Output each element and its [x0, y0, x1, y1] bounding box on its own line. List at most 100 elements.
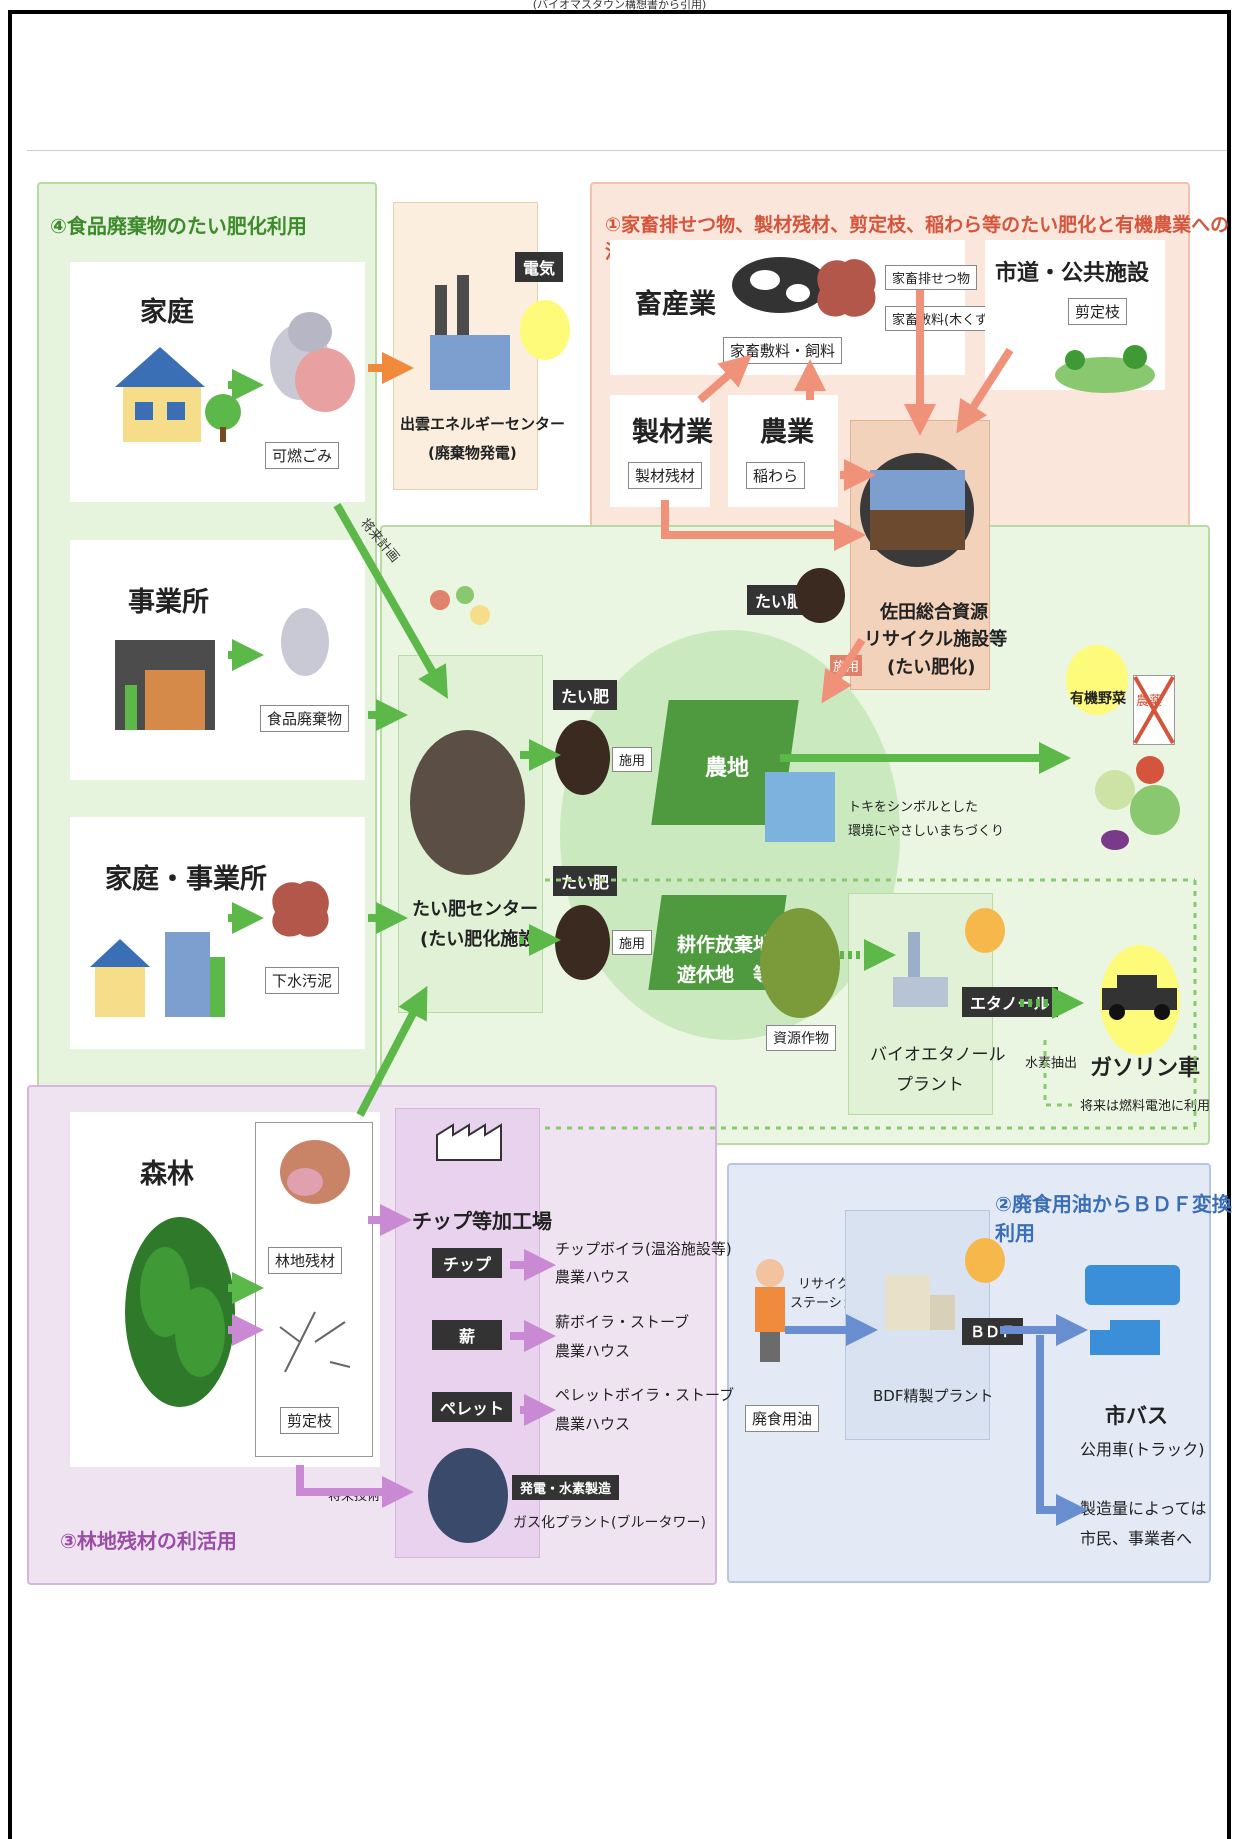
- energy-center-sub: (廃棄物発電): [428, 444, 517, 462]
- feed-tag: 家畜敷料・飼料: [723, 337, 843, 364]
- sawmill-label: 製材業: [632, 417, 713, 448]
- crops-tag: 資源作物: [766, 1025, 836, 1051]
- facility-name: 佐田総合資源: [880, 602, 988, 623]
- toki-label: トキをシンボルとした: [848, 800, 979, 815]
- public-label: 市道・公共施設: [995, 261, 1150, 286]
- bus-label: 市バス: [1105, 1404, 1168, 1428]
- bdf-plant-icon: [885, 1275, 955, 1330]
- person-icon: [755, 1259, 785, 1362]
- gas-plant-label: ガス化プラント(ブルータワー): [513, 1515, 706, 1531]
- office-box: 事業所 食品廃棄物: [70, 540, 365, 780]
- frame: [8, 10, 1231, 1839]
- compost-pile-icon: [795, 568, 845, 623]
- surplus-label2: 市民、事業者へ: [1080, 1529, 1193, 1548]
- blue-tower-icon: [428, 1448, 508, 1543]
- farm-compost-tag: たい肥: [553, 680, 618, 710]
- residue-icon: [280, 1140, 350, 1204]
- power-plant-icon: [430, 275, 510, 390]
- branches-icon: [279, 1311, 351, 1373]
- forest-residue-tag: 林地残材: [268, 1247, 343, 1274]
- diagram-caption: (バイオマスタウン構想書から引用): [532, 0, 707, 11]
- divider: [27, 150, 1227, 151]
- building-icon: [115, 640, 215, 730]
- car-label: ガソリン車: [1090, 1056, 1201, 1081]
- cow-icon: [732, 257, 828, 313]
- home-box: 家庭 可燃ごみ: [70, 262, 365, 502]
- forest-icon: [125, 1217, 235, 1407]
- factory-icon: [436, 1123, 502, 1161]
- bus-truck-icon: [1085, 1265, 1180, 1355]
- food-waste-tag: 食品廃棄物: [260, 705, 350, 732]
- garbage-bags-icon: [270, 312, 355, 412]
- pellet-use-label: ペレットボイラ・ストーブ: [555, 1386, 735, 1404]
- sawmill-residue-tag: 製材残材: [628, 462, 703, 489]
- chip-use-label2: 農業ハウス: [555, 1268, 631, 1286]
- manure-tag: 家畜排せつ物: [885, 265, 978, 290]
- burnable-tag: 可燃ごみ: [265, 442, 340, 469]
- toki-label2: 環境にやさしいまちづくり: [848, 824, 1005, 839]
- forest-label: 森林: [140, 1159, 194, 1190]
- cross-icon: [1133, 676, 1175, 744]
- facility-name3: (たい肥化): [887, 657, 976, 678]
- straw-tag: 稲わら: [746, 462, 806, 489]
- ethanol-plant-label2: プラント: [896, 1075, 964, 1095]
- food-scraps-icon: [430, 586, 490, 625]
- bulb-icon: [520, 300, 570, 360]
- organic-veg-label: 有機野菜: [1070, 691, 1126, 707]
- house-icon: [115, 347, 241, 442]
- fuel-pour-icon: [965, 908, 1005, 953]
- farmland-label: 農地: [705, 756, 750, 781]
- sludge-icon: [272, 881, 329, 937]
- farm-compost-icon: [555, 720, 610, 795]
- compost-center-sub: (たい肥化施設): [420, 929, 545, 950]
- pellet-tag: ペレット: [432, 1392, 512, 1422]
- truck-label: 公用車(トラック): [1080, 1440, 1205, 1459]
- abandoned-label: 耕作放棄地: [677, 934, 773, 956]
- abandoned-label2: 遊休地 等: [677, 964, 773, 986]
- facility-name2: リサイクル施設等: [864, 629, 1008, 650]
- power-tag: 発電・水素製造: [512, 1475, 620, 1500]
- compost-center-icon: [410, 730, 525, 875]
- bdf-plant-label: BDF精製プラント: [873, 1387, 994, 1405]
- forest-box: 森林 林地残材 剪定枝: [70, 1112, 380, 1467]
- town-icon: [90, 932, 225, 1017]
- public-pruned-tag: 剪定枝: [1068, 298, 1128, 325]
- compost-center-name: たい肥センター: [412, 899, 538, 920]
- organic-veg-circle: [1066, 645, 1128, 715]
- vegetables-icon: [1095, 756, 1180, 850]
- pellet-use-label2: 農業ハウス: [555, 1415, 631, 1433]
- car-icon: [1102, 975, 1177, 1020]
- energy-center-label: 出雲エネルギーセンター: [400, 415, 566, 433]
- sewage-tag: 下水汚泥: [265, 967, 340, 994]
- farm-compost-icon-2: [555, 905, 610, 980]
- oil-pour-icon: [965, 1238, 1005, 1283]
- ethanol-plant-label: バイオエタノール: [870, 1045, 1006, 1065]
- facility-icon: [860, 453, 974, 567]
- electric-tag: 電気: [515, 252, 564, 282]
- farm-apply-tag-2: 施用: [612, 930, 653, 955]
- chip-use-label: チップボイラ(温浴施設等): [555, 1240, 732, 1258]
- surplus-label: 製造量によっては: [1080, 1499, 1207, 1518]
- manure-icon: [817, 259, 876, 317]
- office-label: 事業所: [128, 587, 209, 618]
- waste-oil-tag: 廃食用油: [745, 1405, 820, 1432]
- farm-apply-tag: 施用: [612, 747, 653, 772]
- ethanol-plant-icon: [893, 932, 948, 1007]
- toki-icon: [765, 772, 835, 842]
- food-bag-icon: [281, 608, 329, 676]
- agri-label: 農業: [760, 417, 814, 448]
- park-icon: [1055, 345, 1155, 393]
- home-office-box: 家庭・事業所 下水汚泥: [70, 817, 365, 1049]
- chip-tag: チップ: [432, 1248, 502, 1278]
- firewood-tag: 薪: [432, 1320, 502, 1350]
- firewood-use-label2: 農業ハウス: [555, 1342, 631, 1360]
- region-title-forest: ③林地残材の利活用: [60, 1529, 237, 1553]
- fuel-cell-label: 将来は燃料電池に利用: [1080, 1099, 1211, 1114]
- livestock-label: 畜産業: [635, 289, 716, 320]
- region-title-oil: ②廃食用油からＢＤＦ変換利用: [995, 1192, 1232, 1245]
- hydrogen-label: 水素抽出: [1025, 1056, 1078, 1071]
- chip-factory-label: チップ等加工場: [412, 1209, 552, 1233]
- firewood-use-label: 薪ボイラ・ストーブ: [555, 1313, 690, 1331]
- region-title-food: ④食品廃棄物のたい肥化利用: [50, 214, 307, 238]
